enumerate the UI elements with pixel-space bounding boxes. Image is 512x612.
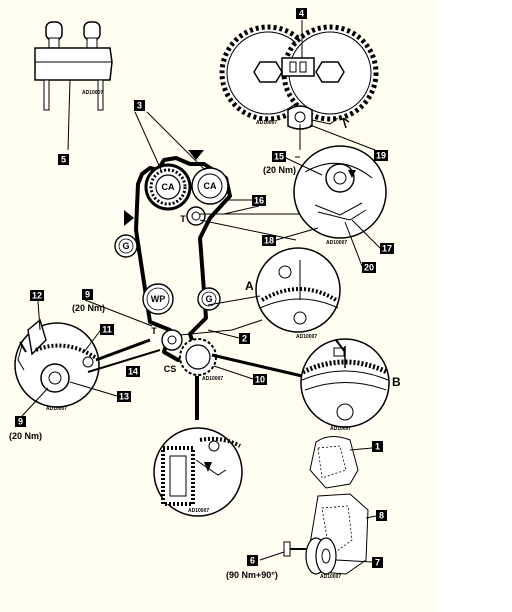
torque-6: (90 Nm+90°) xyxy=(226,570,278,580)
camshaft-pulley-right-label: CA xyxy=(204,181,217,191)
svg-text:17: 17 xyxy=(382,244,392,254)
svg-text:12: 12 xyxy=(32,291,42,301)
ref-code: AD10007 xyxy=(92,90,113,96)
callout-20: 20 xyxy=(362,262,376,273)
callout-19: 19 xyxy=(374,150,388,161)
torque-9-lower: (20 Nm) xyxy=(9,431,42,441)
lower-tensioner-detail xyxy=(14,318,161,408)
camshaft-pulley-left-label: CA xyxy=(162,182,175,192)
ref-code: AD10007 xyxy=(188,508,209,514)
callout-6: 6 xyxy=(247,555,258,566)
crankshaft-label: CS xyxy=(164,364,177,374)
ref-code: AD10007 xyxy=(330,426,351,432)
water-pump-label: WP xyxy=(151,294,166,304)
idler-left-label: G xyxy=(122,241,129,251)
svg-text:2: 2 xyxy=(242,334,247,344)
ref-code: AD10007 xyxy=(326,240,347,246)
callout-14: 14 xyxy=(126,366,140,377)
svg-text:1: 1 xyxy=(375,442,380,452)
callout-11: 11 xyxy=(100,324,114,335)
idler-right-label: G xyxy=(205,294,212,304)
svg-text:9: 9 xyxy=(18,417,23,427)
svg-text:20: 20 xyxy=(364,263,374,273)
callout-15: 15 xyxy=(272,151,286,162)
svg-text:6: 6 xyxy=(250,556,255,566)
callout-7: 7 xyxy=(372,557,383,568)
view-a-label: A xyxy=(245,279,254,293)
svg-text:19: 19 xyxy=(376,151,386,161)
svg-text:3: 3 xyxy=(137,101,142,111)
callout-5: 5 xyxy=(58,154,69,165)
callout-1: 1 xyxy=(372,441,383,452)
ref-code: AD10007 xyxy=(46,406,67,412)
tensioner-label: T xyxy=(180,214,186,224)
svg-text:15: 15 xyxy=(274,152,284,162)
callout-18: 18 xyxy=(262,235,276,246)
svg-text:10: 10 xyxy=(255,375,265,385)
torque-9-upper: (20 Nm) xyxy=(72,303,105,313)
svg-text:14: 14 xyxy=(128,367,138,377)
view-b-detail xyxy=(211,338,390,428)
view-b-label: B xyxy=(392,375,401,389)
svg-text:7: 7 xyxy=(375,558,380,568)
belt-layout xyxy=(114,111,232,376)
callout-12: 12 xyxy=(30,290,44,301)
callout-3: 3 xyxy=(134,100,145,111)
svg-text:16: 16 xyxy=(254,196,264,206)
svg-text:18: 18 xyxy=(264,236,274,246)
svg-text:5: 5 xyxy=(61,155,66,165)
ref-code: AD10007 xyxy=(202,376,223,382)
view-a-detail xyxy=(179,247,341,336)
ref-code: AD10007 xyxy=(320,574,341,580)
callout-17: 17 xyxy=(380,243,394,254)
callout-8: 8 xyxy=(376,510,387,521)
camshaft-locking-tool xyxy=(34,21,113,151)
svg-text:8: 8 xyxy=(379,511,384,521)
tensioner-detail-view xyxy=(293,145,387,239)
svg-text:11: 11 xyxy=(102,325,112,335)
callout-9-upper: 9 xyxy=(82,289,93,300)
callout-10: 10 xyxy=(253,374,267,385)
tensioner-lower-label: T xyxy=(151,326,157,336)
callout-4: 4 xyxy=(296,8,307,19)
ref-code: AD10007 xyxy=(82,90,103,96)
callout-16: 16 xyxy=(252,195,266,206)
camshaft-gears xyxy=(219,20,379,151)
timing-cover-parts xyxy=(259,436,377,575)
svg-text:9: 9 xyxy=(85,290,90,300)
torque-15: (20 Nm) xyxy=(263,165,296,175)
page-margin xyxy=(436,0,512,612)
svg-text:4: 4 xyxy=(299,9,304,19)
crankshaft-sprocket-detail xyxy=(153,376,243,517)
callout-13: 13 xyxy=(117,391,131,402)
callout-2: 2 xyxy=(239,333,250,344)
ref-code: AD10007 xyxy=(256,120,277,126)
svg-text:13: 13 xyxy=(119,392,129,402)
ref-code: AD10007 xyxy=(296,334,317,340)
callout-9-lower: 9 xyxy=(15,416,26,427)
